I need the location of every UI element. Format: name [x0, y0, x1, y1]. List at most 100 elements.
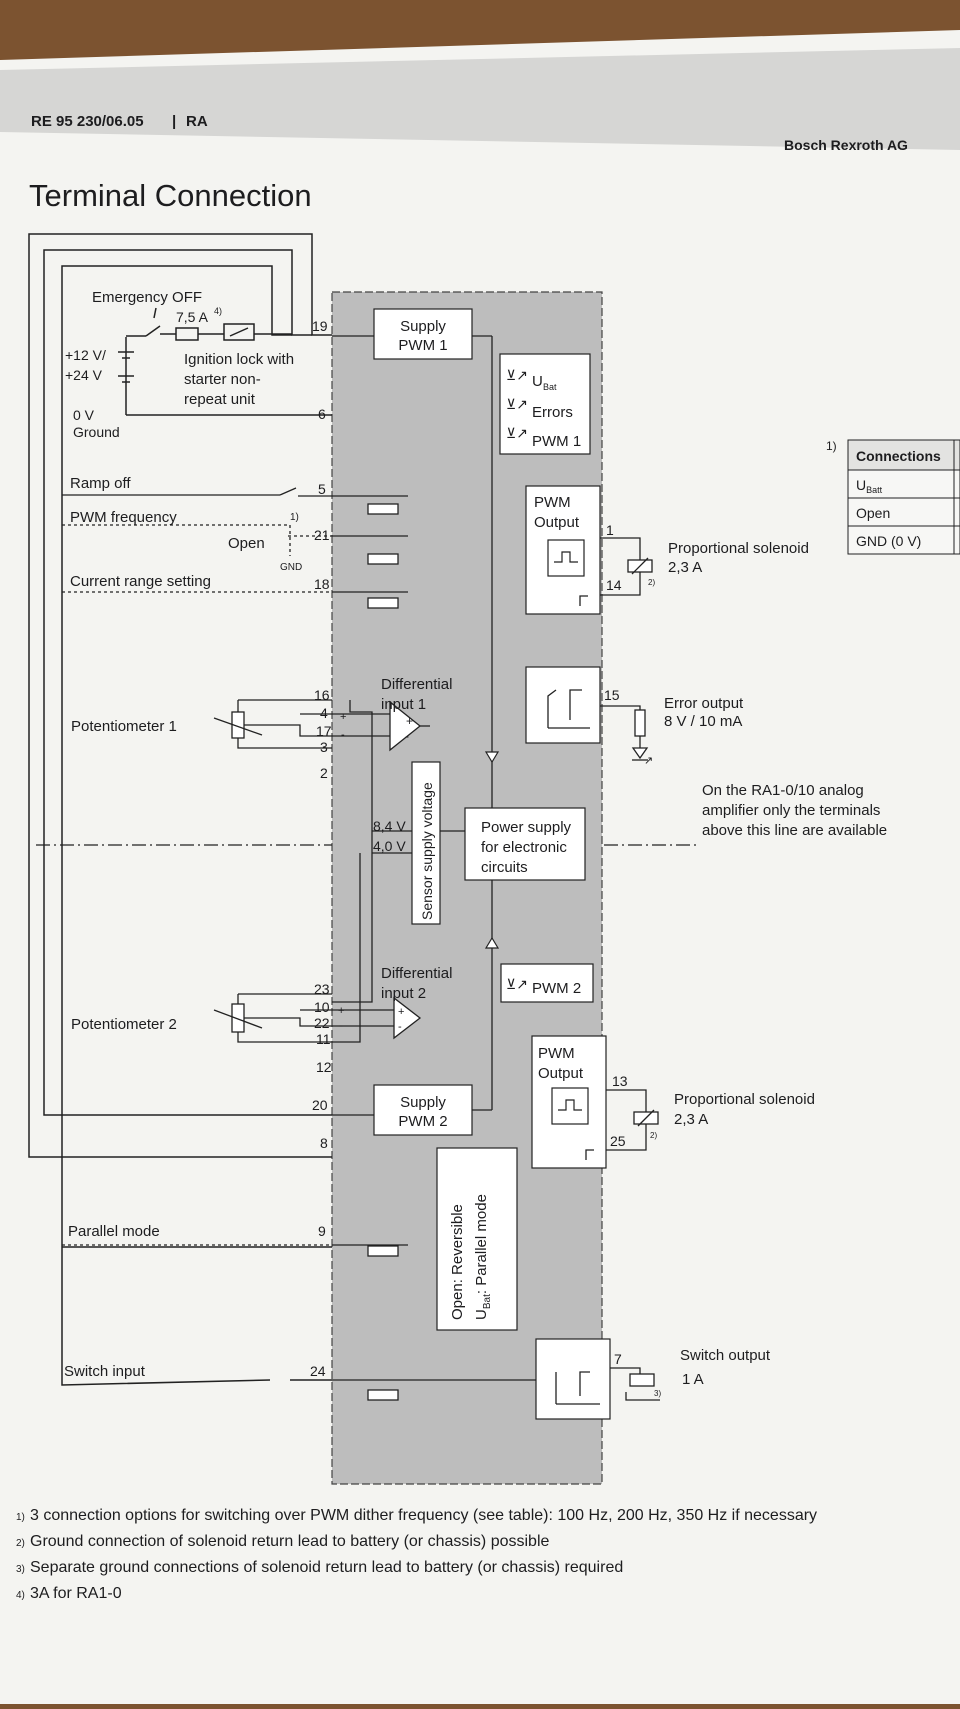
input-wiring [62, 487, 332, 593]
terminal-9: 9 [318, 1223, 326, 1239]
terminal-18: 18 [314, 576, 330, 592]
error-output-wiring [600, 705, 649, 761]
footnote-2-num: 2) [16, 1538, 25, 1549]
v24-label: +24 V [65, 367, 103, 383]
error-led-icon: ↗ [644, 755, 653, 767]
terminal-20: 20 [312, 1097, 328, 1113]
opamp2-plus: + [398, 1006, 404, 1018]
terminal-16: 16 [314, 687, 330, 703]
pwm-output2-label-2: Output [538, 1065, 584, 1082]
supply-pwm2-block [373, 1084, 473, 1136]
sensor-84v-label: 8,4 V [373, 818, 406, 834]
ra1-note-1: On the RA1-0/10 analog [702, 782, 864, 799]
potentiometer2-wiring [213, 993, 422, 1043]
differential-input1-label-1: Differential [381, 676, 452, 693]
led-icon-errors: ⊻↗ [506, 396, 528, 412]
table-header: Connections [856, 448, 941, 464]
footnote-4-num: 4) [16, 1590, 25, 1601]
error-output-label-2: 8 V / 10 mA [664, 713, 742, 730]
pwm-output1-label-1: PWM [534, 494, 571, 511]
fuse-footnote: 4) [214, 306, 222, 316]
fuse-label: 7,5 A [176, 309, 209, 325]
footnote-4-text: 3A for RA1-0 [30, 1585, 122, 1602]
supply-pwm1-label-2: PWM 1 [398, 337, 447, 354]
switch-output-footnote: 3) [654, 1389, 661, 1398]
ignition-label-1: Ignition lock with [184, 351, 294, 368]
power-supply-label-2: for electronic [481, 839, 567, 856]
company-name: Bosch Rexroth AG [784, 137, 908, 153]
solenoid2-label-1: Proportional solenoid [674, 1091, 815, 1108]
solenoid2-label-2: 2,3 A [674, 1111, 708, 1128]
diff1-minus: - [341, 729, 345, 741]
footnotes: 1) 3 connection options for switching ov… [16, 1507, 817, 1602]
opamp1-minus: - [405, 729, 409, 743]
zero-volt-label: 0 V [73, 407, 95, 423]
terminal-2: 2 [320, 765, 328, 781]
differential-input2-label-2: input 2 [381, 985, 426, 1002]
table-row-open: Open [856, 505, 890, 521]
page-title: Terminal Connection [29, 178, 312, 213]
mode-label-2: UBat: Parallel mode [473, 1194, 493, 1320]
footnote-3-text: Separate ground connections of solenoid … [30, 1559, 623, 1576]
current-range-label: Current range setting [70, 573, 211, 590]
terminal-25: 25 [610, 1133, 626, 1149]
led-pwm2-label: PWM 2 [532, 980, 581, 997]
status-led-block [499, 353, 591, 455]
terminal-1: 1 [606, 522, 614, 538]
terminal-24: 24 [310, 1363, 326, 1379]
diff2-minus: - [339, 1020, 343, 1032]
terminal-6: 6 [318, 406, 326, 422]
solenoid1-wiring [579, 537, 653, 606]
potentiometer1-wiring [213, 699, 430, 752]
terminal-14: 14 [606, 577, 622, 593]
power-supply-label-3: circuits [481, 859, 528, 876]
sensor-supply-wiring [332, 700, 412, 1043]
footnote-2-text: Ground connection of solenoid return lea… [30, 1533, 550, 1550]
pwm-output2-label-1: PWM [538, 1045, 575, 1062]
switch-output-label-1: Switch output [680, 1347, 771, 1364]
open-label: Open [228, 535, 265, 552]
switch-input-label: Switch input [64, 1363, 146, 1380]
gnd-label: GND [280, 562, 302, 573]
terminal-11: 11 [316, 1031, 331, 1047]
switch-output-block [535, 1338, 611, 1420]
ground-label: Ground [73, 424, 120, 440]
table-row-ubatt: UBatt [856, 477, 883, 495]
terminal-3: 3 [320, 739, 328, 755]
pwm-output1-label-2: Output [534, 514, 580, 531]
header-separator: | [172, 113, 176, 130]
doc-suffix: RA [186, 113, 208, 130]
battery-wiring [28, 233, 332, 1386]
supply-pwm2-label-2: PWM 2 [398, 1113, 447, 1130]
footnote-1-num: 1) [16, 1512, 25, 1523]
ra1-note-3: above this line are available [702, 822, 887, 839]
mode-block [436, 1147, 518, 1331]
sensor-supply-label: Sensor supply voltage [419, 782, 435, 920]
terminal-10: 10 [314, 999, 330, 1015]
pwm-waveform2-icon [551, 1087, 589, 1125]
switch-output-label-2: 1 A [682, 1371, 704, 1388]
terminal-13: 13 [612, 1073, 628, 1089]
terminal-19: 19 [312, 318, 328, 334]
terminal-12: 12 [316, 1059, 332, 1075]
input-resistors [332, 495, 408, 1401]
differential-input2-label-1: Differential [381, 965, 452, 982]
solenoid1-label-1: Proportional solenoid [668, 540, 809, 557]
terminal-7: 7 [614, 1351, 622, 1367]
pwm-frequency-footnote: 1) [290, 512, 299, 523]
solenoid1-footnote: 2) [648, 578, 655, 587]
supply-pwm1-label-1: Supply [400, 318, 446, 335]
terminal-21: 21 [314, 527, 330, 543]
sensor-supply-block [411, 761, 441, 925]
solenoid2-footnote: 2) [650, 1131, 657, 1140]
ignition-label-2: starter non- [184, 371, 261, 388]
error-output-label-1: Error output [664, 695, 744, 712]
battery-icon [118, 351, 134, 383]
table-footnote: 1) [826, 439, 837, 453]
footnote-1-text: 3 connection options for switching over … [30, 1507, 817, 1524]
error-output-block [525, 666, 601, 744]
terminal-23: 23 [314, 981, 330, 997]
pwm-frequency-label: PWM frequency [70, 509, 177, 526]
diff2-plus: + [338, 1005, 344, 1017]
potentiometer1-label: Potentiometer 1 [71, 718, 177, 735]
